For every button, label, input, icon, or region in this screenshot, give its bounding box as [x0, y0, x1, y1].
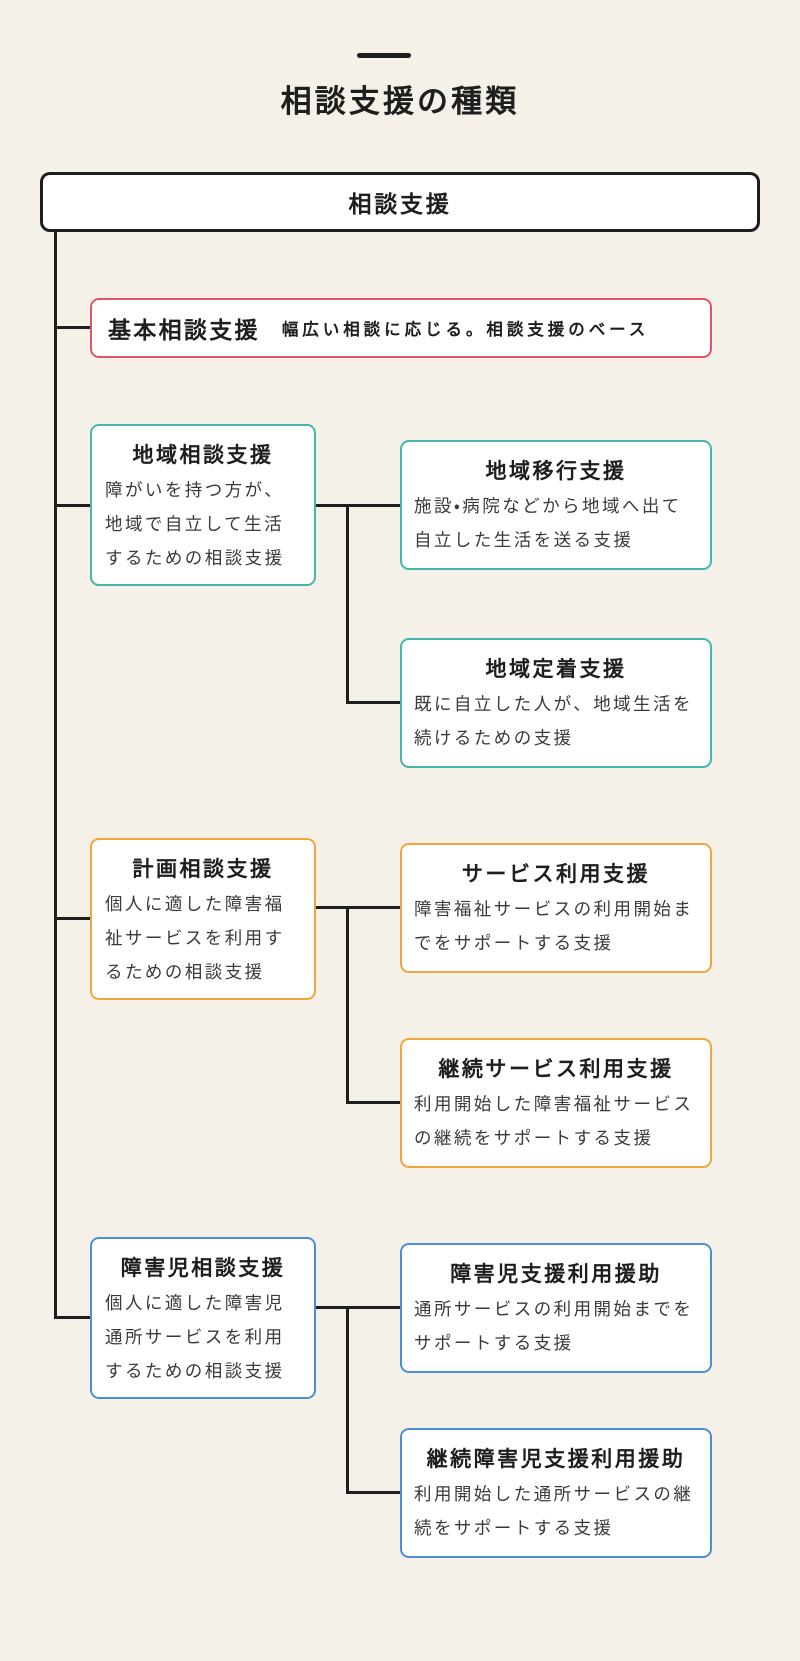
- title-dash: [357, 53, 411, 58]
- node-title: 計画相談支援: [132, 858, 274, 881]
- connector-plan-out: [316, 906, 349, 909]
- root-node-label: 相談支援: [348, 191, 452, 217]
- connector-child-parent: [54, 1316, 90, 1319]
- node-continued-service-use-support: 継続サービス利用支援 利用開始した障害福祉サービスの継続をサポートする支援: [400, 1038, 712, 1168]
- node-description: 障がいを持つ方が、地域で自立して生活するための相談支援: [105, 480, 285, 569]
- node-service-use-support: サービス利用支援 障害福祉サービスの利用開始までをサポートする支援: [400, 843, 712, 973]
- node-title: 地域移行支援: [485, 460, 627, 483]
- connector-child-child2: [346, 1491, 400, 1494]
- node-regional-settlement-support: 地域定着支援 既に自立した人が、地域生活を続けるための支援: [400, 638, 712, 768]
- connector-child-vertical: [346, 1306, 349, 1494]
- connector-basic: [54, 326, 90, 329]
- trunk-line: [54, 232, 57, 1319]
- node-title: 地域定着支援: [485, 658, 627, 681]
- node-description: 個人に適した障害児通所サービスを利用するための相談支援: [105, 1293, 285, 1382]
- connector-plan-parent: [54, 917, 90, 920]
- node-description: 個人に適した障害福祉サービスを利用するための相談支援: [105, 894, 285, 983]
- connector-regional-child2: [346, 701, 400, 704]
- node-description: 既に自立した人が、地域生活を続けるための支援: [414, 694, 693, 749]
- connector-regional-vertical: [346, 504, 349, 704]
- connector-child-out: [316, 1306, 349, 1309]
- node-continued-disabled-child-use-assistance: 継続障害児支援利用援助 利用開始した通所サービスの継続をサポートする支援: [400, 1428, 712, 1558]
- node-description: 利用開始した障害福祉サービスの継続をサポートする支援: [414, 1094, 694, 1149]
- connector-child-child1: [346, 1306, 400, 1309]
- node-disabled-child-use-assistance: 障害児支援利用援助 通所サービスの利用開始までをサポートする支援: [400, 1243, 712, 1373]
- node-description: 幅広い相談に応じる。相談支援のベース: [281, 321, 650, 339]
- node-title: 継続サービス利用支援: [438, 1058, 674, 1081]
- connector-plan-child2: [346, 1101, 400, 1104]
- node-title: サービス利用支援: [461, 863, 651, 886]
- node-title: 継続障害児支援利用援助: [426, 1448, 686, 1471]
- node-description: 障害福祉サービスの利用開始までをサポートする支援: [414, 899, 694, 954]
- node-description: 通所サービスの利用開始までをサポートする支援: [414, 1299, 694, 1354]
- node-disabled-child-consultation: 障害児相談支援 個人に適した障害児通所サービスを利用するための相談支援: [90, 1237, 316, 1399]
- node-title: 地域相談支援: [132, 444, 274, 467]
- node-description: 施設・病院などから地域へ出て自立した生活を送る支援: [414, 496, 682, 551]
- connector-regional-child1: [346, 504, 400, 507]
- node-description: 利用開始した通所サービスの継続をサポートする支援: [414, 1484, 694, 1539]
- node-basic-consultation: 基本相談支援 幅広い相談に応じる。相談支援のベース: [90, 298, 712, 358]
- node-title: 障害児相談支援: [120, 1257, 286, 1280]
- connector-regional-out: [316, 504, 349, 507]
- node-regional-transition-support: 地域移行支援 施設・病院などから地域へ出て自立した生活を送る支援: [400, 440, 712, 570]
- node-plan-consultation: 計画相談支援 個人に適した障害福祉サービスを利用するための相談支援: [90, 838, 316, 1000]
- root-node: 相談支援: [40, 172, 760, 232]
- node-title: 障害児支援利用援助: [450, 1263, 662, 1286]
- connector-regional-parent: [54, 504, 90, 507]
- connector-plan-vertical: [346, 906, 349, 1104]
- page-title: 相談支援の種類: [280, 84, 520, 119]
- node-regional-consultation: 地域相談支援 障がいを持つ方が、地域で自立して生活するための相談支援: [90, 424, 316, 586]
- node-title: 基本相談支援: [108, 317, 260, 343]
- connector-plan-child1: [346, 906, 400, 909]
